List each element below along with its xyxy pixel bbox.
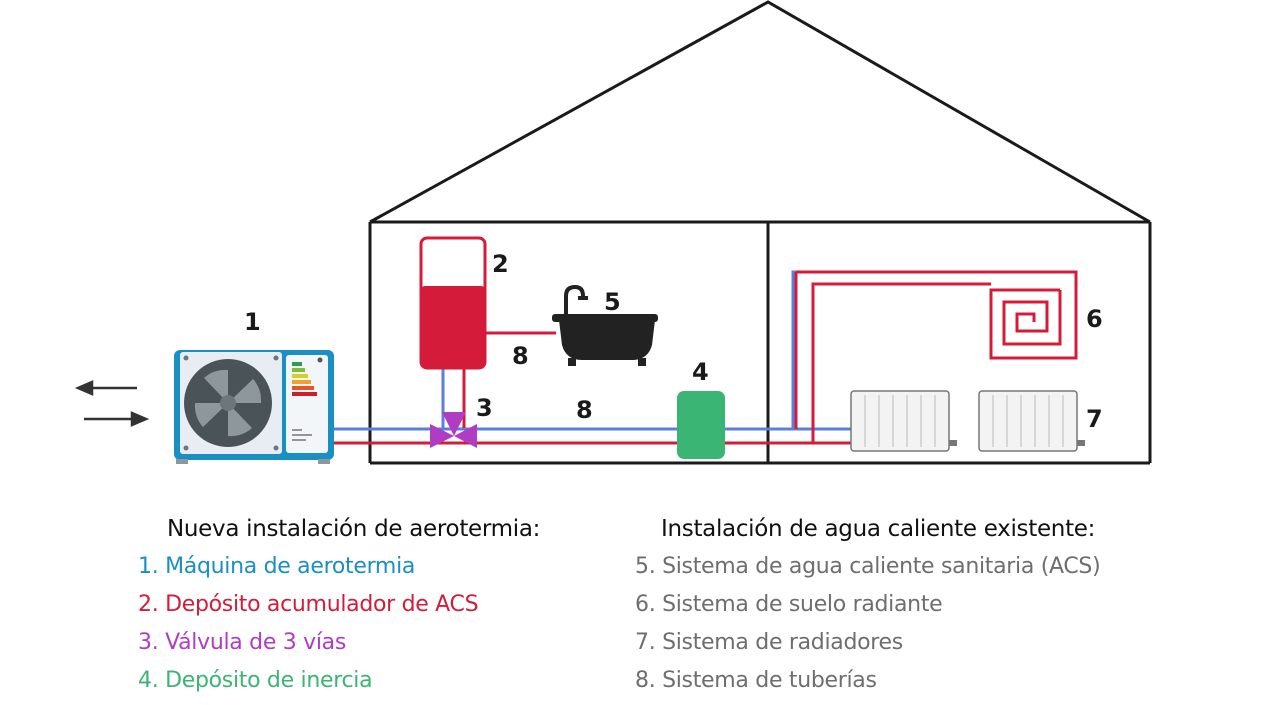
- house-outline: [368, 0, 1152, 465]
- legend-item-acs-system: 5. Sistema de agua caliente sanitaria (A…: [635, 554, 1101, 579]
- legend-item-three-way-valve: 3. Válvula de 3 vías: [138, 630, 347, 655]
- energy-label-icon: [292, 357, 323, 441]
- legend-item-pipes: 8. Sistema de tuberías: [635, 668, 877, 693]
- three-way-valve: [430, 412, 477, 448]
- label-8-lower: 8: [576, 396, 593, 424]
- legend-item-inertia-tank: 4. Depósito de inercia: [138, 668, 373, 693]
- inertia-tank: [677, 391, 725, 459]
- radiator-1: [850, 390, 957, 452]
- radiator-2: [978, 390, 1085, 452]
- acs-storage-tank: [419, 236, 487, 370]
- legend-item-acs-tank: 2. Depósito acumulador de ACS: [138, 592, 479, 617]
- legend-item-heat-pump: 1. Máquina de aerotermia: [138, 554, 416, 579]
- label-5: 5: [604, 288, 621, 316]
- legend-left-title: Nueva instalación de aerotermia:: [167, 516, 541, 542]
- heat-pump-unit: [174, 350, 334, 464]
- legend-item-radiators: 7. Sistema de radiadores: [635, 630, 903, 655]
- legend-new-installation: Nueva instalación de aerotermia: 1. Máqu…: [138, 516, 540, 700]
- label-8-upper: 8: [512, 342, 529, 370]
- legend-item-floor-heating: 6. Sistema de suelo radiante: [635, 592, 943, 617]
- airflow-arrows: [74, 380, 150, 427]
- floor-heating-pipes: [791, 270, 1078, 443]
- label-3: 3: [476, 394, 493, 422]
- label-6: 6: [1086, 305, 1103, 333]
- label-1: 1: [244, 308, 261, 336]
- label-4: 4: [692, 358, 709, 386]
- heating-installation-diagram: 1 2 3 4 5 6 7 8 8: [74, 0, 1152, 465]
- tank-pipes: [441, 331, 556, 428]
- main-pipes: [332, 427, 852, 445]
- label-2: 2: [492, 250, 509, 278]
- legend-right-title: Instalación de agua caliente existente:: [661, 516, 1096, 542]
- label-7: 7: [1086, 405, 1103, 433]
- bathtub-icon: [552, 284, 658, 366]
- legend-existing-installation: Instalación de agua caliente existente: …: [635, 516, 1101, 700]
